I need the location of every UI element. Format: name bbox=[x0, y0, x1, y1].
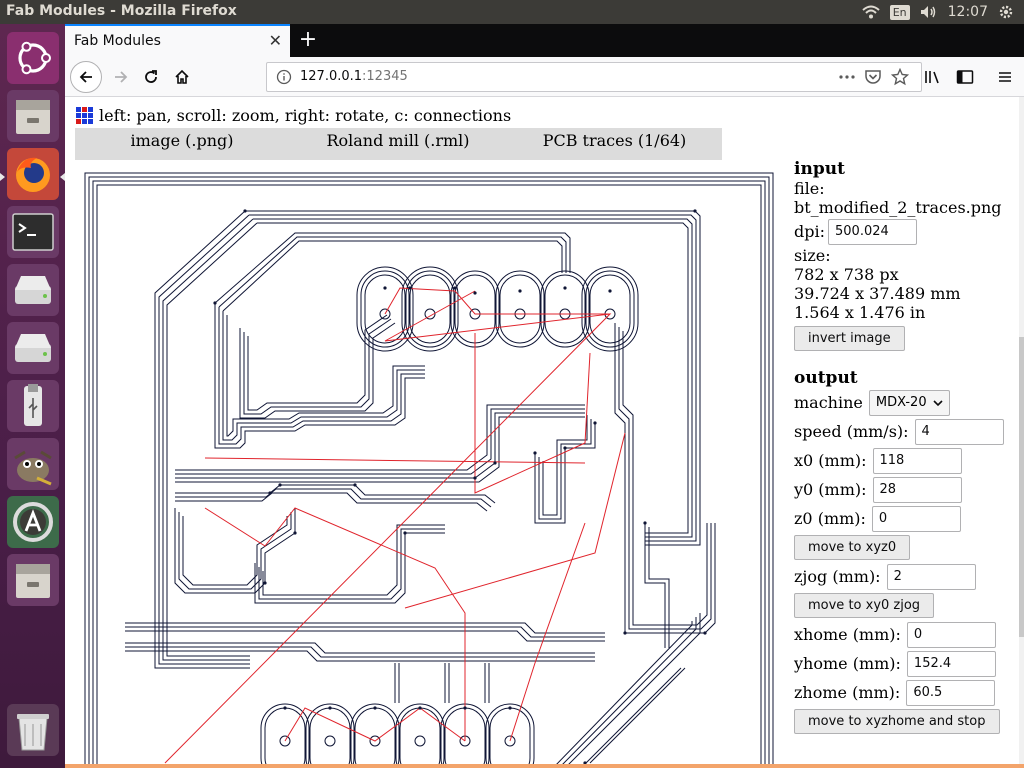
file-name: bt_modified_2_traces.png bbox=[794, 198, 1002, 217]
speed-input[interactable]: 4 bbox=[914, 418, 1004, 445]
ubuntu-dash-icon[interactable] bbox=[7, 32, 59, 84]
size-mm: 39.724 x 37.489 mm bbox=[794, 284, 961, 303]
y0-input[interactable]: 28 bbox=[872, 476, 962, 503]
fab-modules-logo[interactable] bbox=[75, 106, 94, 125]
instructions-text: left: pan, scroll: zoom, right: rotate, … bbox=[99, 106, 512, 125]
zjog-label: zjog (mm): bbox=[794, 567, 881, 586]
xhome-label: xhome (mm): bbox=[794, 625, 901, 644]
invert-image-button[interactable]: invert image bbox=[794, 326, 905, 351]
navigation-toolbar: 127.0.0.1:12345 bbox=[65, 57, 1024, 97]
close-tab-icon[interactable]: ✕ bbox=[268, 31, 282, 50]
move-to-xy0-zjog-button[interactable]: move to xy0 zjog bbox=[794, 593, 935, 618]
back-button[interactable] bbox=[70, 61, 102, 93]
new-tab-icon[interactable]: + bbox=[298, 27, 318, 52]
menu-roland-mill-rml[interactable]: Roland mill (.rml) bbox=[326, 131, 470, 150]
ubuntu-launcher bbox=[0, 24, 65, 768]
speed-label: speed (mm/s): bbox=[794, 422, 909, 441]
page-content: left: pan, scroll: zoom, right: rotate, … bbox=[65, 97, 1019, 768]
menu-image-png[interactable]: image (.png) bbox=[130, 131, 234, 150]
ubuntu-top-panel: Fab Modules - Mozilla Firefox En 12:07 bbox=[0, 0, 1024, 24]
xhome-input[interactable]: 0 bbox=[906, 621, 996, 648]
url-text[interactable]: 127.0.0.1:12345 bbox=[300, 69, 408, 84]
x0-input[interactable]: 118 bbox=[872, 447, 962, 474]
sidebar-button[interactable] bbox=[949, 61, 981, 93]
size-label: size: bbox=[794, 246, 831, 265]
library-icon bbox=[925, 71, 939, 84]
size-inches: 1.564 x 1.476 in bbox=[794, 303, 926, 322]
z0-label: z0 (mm): bbox=[794, 509, 866, 528]
library-button[interactable] bbox=[917, 61, 949, 93]
url-bar[interactable]: 127.0.0.1:12345 bbox=[266, 62, 922, 92]
page-actions-icon[interactable] bbox=[838, 68, 856, 90]
running-indicator bbox=[0, 173, 5, 181]
software-updater-icon[interactable] bbox=[7, 496, 59, 548]
reload-button[interactable] bbox=[135, 61, 167, 93]
forward-arrow-icon bbox=[115, 71, 128, 83]
machine-select-value: MDX-20 bbox=[875, 395, 927, 410]
disk-icon[interactable] bbox=[7, 322, 59, 374]
machine-select[interactable]: MDX-20 bbox=[868, 389, 950, 416]
hamburger-menu-icon bbox=[999, 72, 1011, 82]
yhome-label: yhome (mm): bbox=[794, 654, 901, 673]
module-menu-bar: image (.png) Roland mill (.rml) PCB trac… bbox=[75, 128, 722, 160]
window-title: Fab Modules - Mozilla Firefox bbox=[6, 3, 237, 19]
menu-pcb-traces[interactable]: PCB traces (1/64) bbox=[542, 131, 687, 150]
move-to-xyzhome-and-stop-button[interactable]: move to xyzhome and stop bbox=[794, 709, 1000, 734]
instructions-line: left: pan, scroll: zoom, right: rotate, … bbox=[75, 106, 511, 125]
scrollbar-thumb[interactable] bbox=[1019, 337, 1024, 637]
wifi-icon[interactable] bbox=[862, 5, 880, 19]
tab-title: Fab Modules bbox=[74, 33, 161, 49]
files-icon[interactable] bbox=[7, 554, 59, 606]
parameter-panel: input file: bt_modified_2_traces.png dpi… bbox=[794, 160, 1019, 736]
page-scrollbar[interactable] bbox=[1019, 97, 1024, 768]
clock[interactable]: 12:07 bbox=[947, 4, 988, 20]
system-tray: En 12:07 bbox=[862, 0, 1024, 24]
toolpath-canvas[interactable] bbox=[65, 163, 785, 768]
sidebar-icon bbox=[956, 70, 974, 84]
z0-input[interactable]: 0 bbox=[871, 505, 961, 532]
pocket-icon[interactable] bbox=[864, 68, 882, 90]
files-icon[interactable] bbox=[7, 90, 59, 142]
gimp-icon[interactable] bbox=[7, 438, 59, 490]
reload-icon bbox=[145, 70, 157, 83]
dpi-input[interactable]: 500.024 bbox=[828, 218, 917, 245]
disk-icon[interactable] bbox=[7, 264, 59, 316]
home-icon bbox=[175, 69, 189, 84]
move-to-xyz0-button[interactable]: move to xyz0 bbox=[794, 535, 911, 560]
menu-button[interactable] bbox=[989, 61, 1021, 93]
zjog-input[interactable]: 2 bbox=[886, 563, 976, 590]
terminal-icon[interactable] bbox=[7, 206, 59, 258]
x0-label: x0 (mm): bbox=[794, 451, 867, 470]
tab-strip: Fab Modules ✕ + bbox=[65, 24, 1024, 57]
tab-fab-modules[interactable]: Fab Modules ✕ bbox=[65, 24, 290, 57]
chevron-down-icon bbox=[933, 399, 943, 406]
y0-label: y0 (mm): bbox=[794, 480, 867, 499]
machine-label: machine bbox=[794, 393, 863, 412]
site-info-icon[interactable] bbox=[276, 69, 292, 89]
size-pixels: 782 x 738 px bbox=[794, 265, 899, 284]
yhome-input[interactable]: 152.4 bbox=[906, 650, 996, 677]
keyboard-layout-indicator[interactable]: En bbox=[889, 4, 910, 20]
input-heading: input bbox=[794, 159, 845, 179]
firefox-icon[interactable] bbox=[7, 148, 59, 200]
window-bottom-edge bbox=[65, 764, 1024, 768]
zhome-label: zhome (mm): bbox=[794, 683, 901, 702]
bookmark-star-icon[interactable] bbox=[890, 67, 910, 90]
focused-indicator bbox=[60, 173, 65, 181]
power-gear-icon[interactable] bbox=[998, 4, 1014, 20]
file-label: file: bbox=[794, 179, 825, 198]
dpi-label: dpi: bbox=[794, 222, 825, 241]
zhome-input[interactable]: 60.5 bbox=[906, 679, 996, 706]
home-button[interactable] bbox=[166, 61, 198, 93]
back-arrow-icon bbox=[79, 71, 92, 83]
usb-drive-icon[interactable] bbox=[7, 380, 59, 432]
output-heading: output bbox=[794, 368, 858, 388]
forward-button[interactable] bbox=[105, 61, 137, 93]
trash-icon[interactable] bbox=[7, 704, 59, 756]
volume-icon[interactable] bbox=[920, 5, 938, 19]
